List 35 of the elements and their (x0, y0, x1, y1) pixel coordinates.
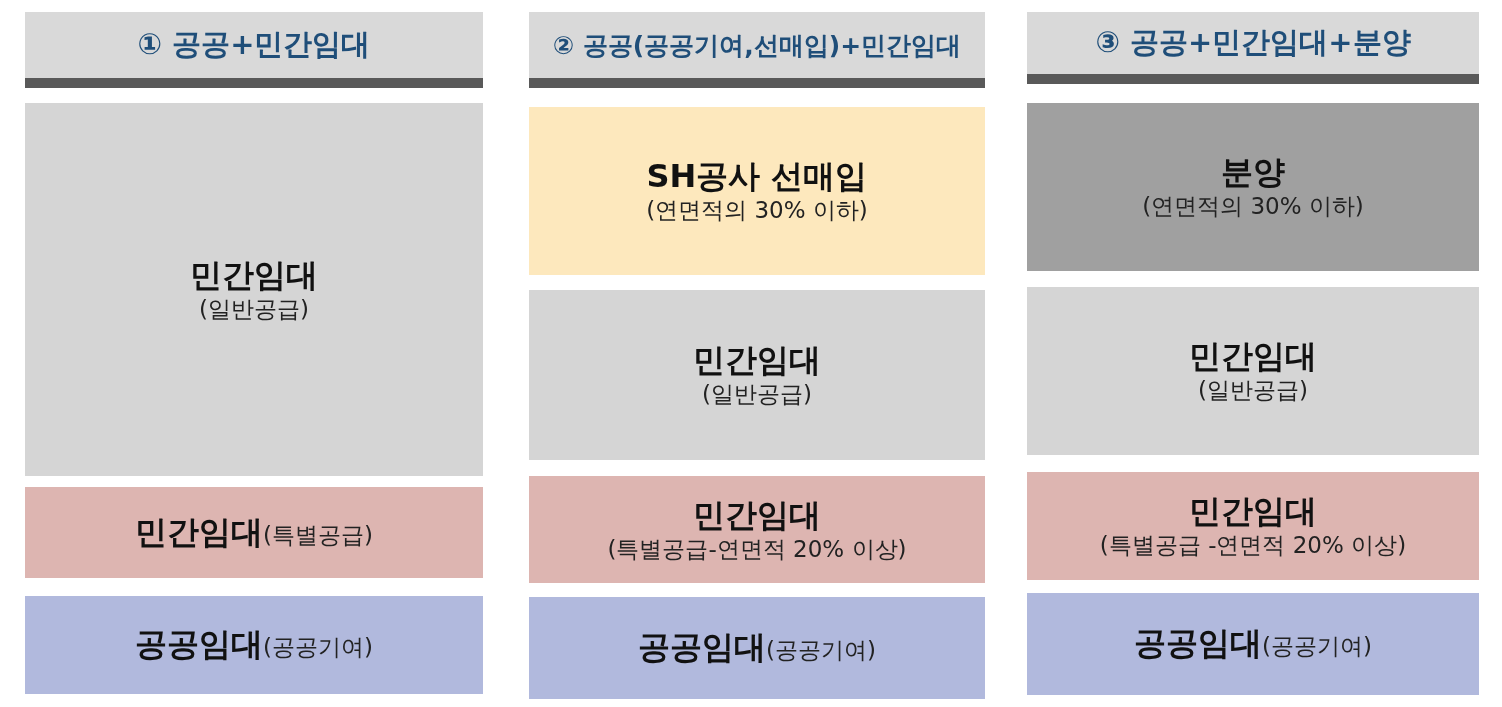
category-panel (1027, 472, 1479, 580)
category-panel (25, 487, 483, 578)
block-subtitle: (연면적의 30% 이하) (1142, 192, 1364, 222)
category-panel (1027, 103, 1479, 271)
category-panel (529, 107, 985, 275)
block-subtitle: (일반공급) (1198, 376, 1308, 406)
block-label: 공공임대(공공기여) (1134, 623, 1372, 664)
header-band (529, 12, 985, 78)
block-title: SH공사 선매입 (646, 156, 868, 197)
block-subtitle: (일반공급) (702, 380, 812, 410)
category-panel (1027, 287, 1479, 455)
block-label: 공공임대(공공기여) (638, 627, 876, 668)
category-panel (529, 290, 985, 460)
block-label: 민간임대(특별공급) (135, 511, 373, 553)
category-panel (25, 103, 483, 476)
header-band (25, 12, 483, 78)
column-title: ① 공공+민간임대 (137, 26, 371, 63)
column-title: ② 공공(공공기여,선매입)+민간임대 (552, 29, 962, 62)
block-title: 민간임대 (693, 494, 821, 535)
block-subtitle: (일반공급) (199, 294, 309, 324)
category-panel (529, 476, 985, 583)
block-label: 공공임대(공공기여) (135, 624, 373, 665)
block-title: 민간임대 (1189, 336, 1317, 377)
block-title: 민간임대 (190, 254, 318, 295)
block-title: 민간임대 (693, 340, 821, 381)
block-subtitle: (특별공급-연면적 20% 이상) (607, 534, 907, 564)
block-title: 민간임대 (1189, 491, 1317, 532)
block-subtitle: (특별공급 -연면적 20% 이상) (1099, 531, 1407, 561)
column-title: ③ 공공+민간임대+분양 (1095, 24, 1411, 61)
category-panel (25, 596, 483, 694)
block-title: 분양 (1221, 152, 1285, 193)
block-subtitle: (연면적의 30% 이하) (646, 196, 868, 226)
category-panel (1027, 593, 1479, 695)
header-band (1027, 12, 1479, 74)
category-panel (529, 597, 985, 699)
